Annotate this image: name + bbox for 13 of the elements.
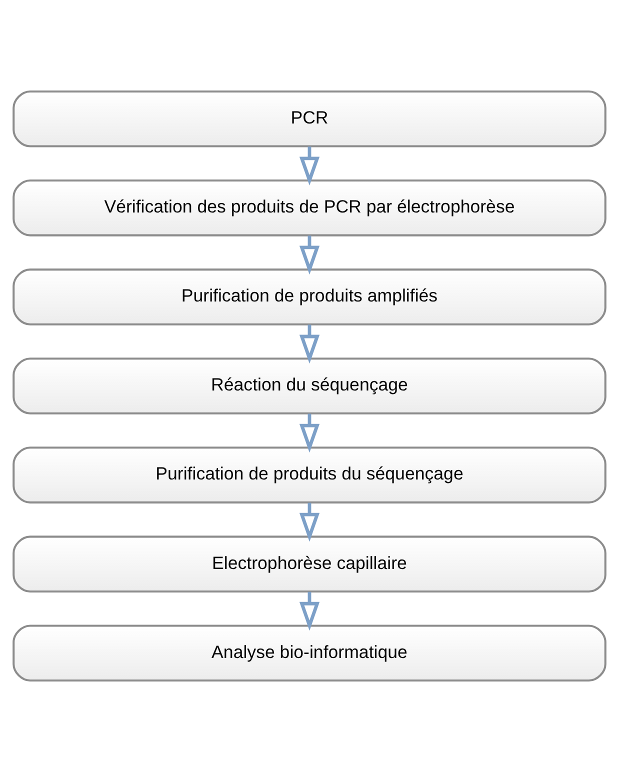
arrow bbox=[299, 413, 320, 452]
node-box: PCR bbox=[12, 90, 606, 147]
node-box: Purification de produits amplifiés bbox=[12, 268, 606, 325]
node-box: Analyse bio-informatique bbox=[12, 624, 606, 682]
arrow bbox=[299, 146, 320, 186]
arrow bbox=[299, 591, 320, 630]
node-box: Electrophorèse capillaire bbox=[12, 535, 606, 592]
node-box: Vérification des produits de PCR par électrophorèse bbox=[12, 179, 606, 236]
arrow bbox=[299, 502, 320, 542]
arrow bbox=[299, 235, 320, 274]
node-box: Réaction du séquençage bbox=[12, 357, 606, 414]
arrow bbox=[299, 324, 320, 364]
node-box: Purification de produits du séquençage bbox=[12, 446, 606, 503]
